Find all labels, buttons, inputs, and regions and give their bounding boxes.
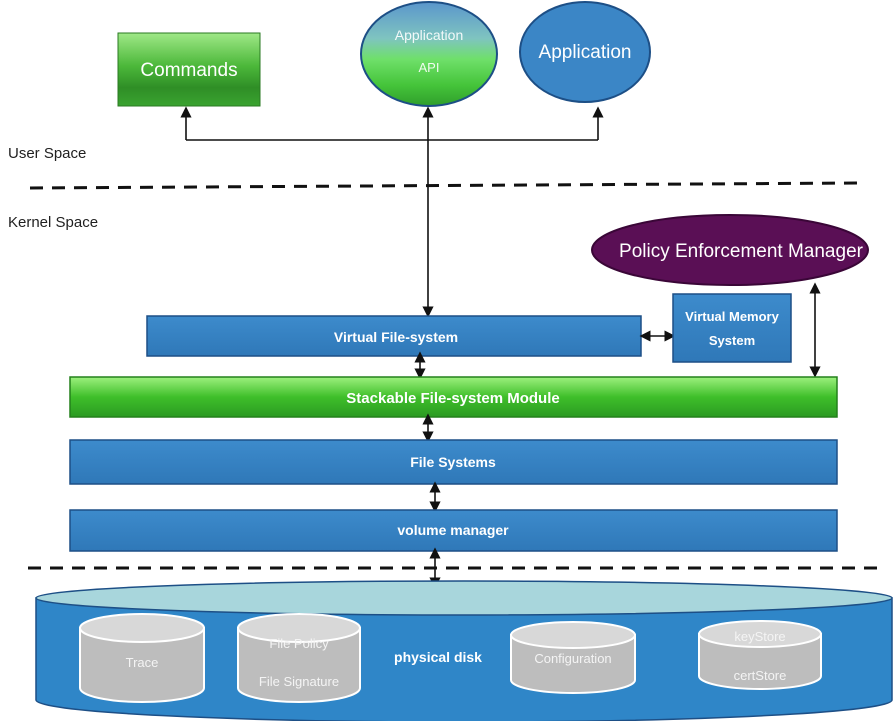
virtual-memory-system-label-line1: Virtual Memory [685,309,779,324]
kernel-space-label: Kernel Space [8,214,98,231]
stackable-file-system-module-label: Stackable File-system Module [346,390,559,407]
commands-label: Commands [140,60,237,81]
policy-enforcement-manager: Policy Enforcement Manager [591,214,869,286]
virtual-memory-system-box: Virtual Memory System [672,293,792,363]
keystore-disk-label-line2: certStore [734,668,787,683]
configuration-disk-label: Configuration [534,651,611,666]
volume-manager-label: volume manager [397,522,509,538]
application-api-ellipse: Application API [360,1,498,107]
user-kernel-divider [29,181,863,190]
trace-disk-label: Trace [126,655,159,670]
user-space-label: User Space [8,145,86,162]
trace-disk: Trace [79,613,205,703]
keystore-disk-label-line1: keyStore [734,629,785,644]
file-policy-disk-label-line2: File Signature [259,674,339,689]
file-systems-box: File Systems [69,439,838,485]
virtual-file-system-box: Virtual File-system [146,315,642,357]
stackable-file-system-module-box: Stackable File-system Module [69,376,838,418]
physical-disk-label: physical disk [394,649,482,665]
policy-enforcement-manager-label: Policy Enforcement Manager [619,241,864,262]
application-label: Application [539,42,632,63]
virtual-memory-system-label-line2: System [709,333,755,348]
application-ellipse: Application [519,1,651,103]
file-systems-label: File Systems [410,454,496,470]
application-api-label-line1: Application [395,27,464,43]
file-policy-disk-label-line1: File Policy [269,636,329,651]
commands-box: Commands [117,32,261,107]
volume-manager-box: volume manager [69,509,838,552]
file-policy-disk: File Policy File Signature [237,613,361,703]
user-space-connectors [180,106,604,318]
configuration-disk: Configuration [510,621,636,694]
keystore-disk: keyStore certStore [698,620,822,690]
virtual-file-system-label: Virtual File-system [334,329,458,345]
application-api-label-line2: API [419,60,440,75]
